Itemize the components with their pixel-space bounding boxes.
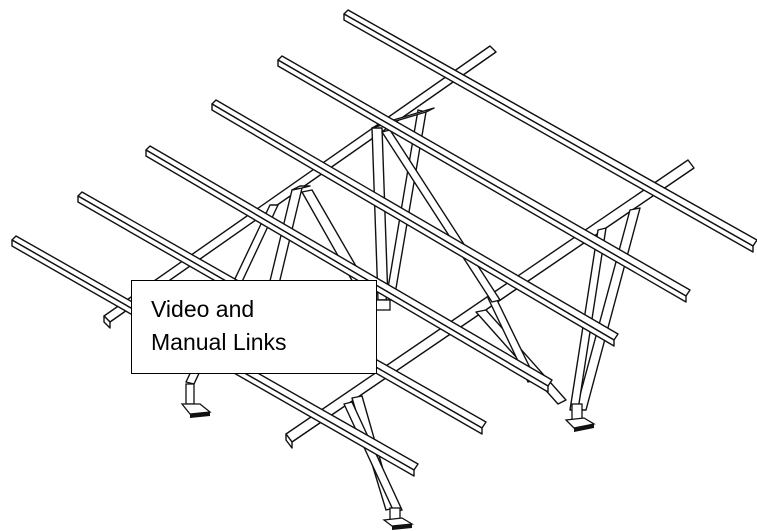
purlin-3 — [211, 99, 619, 347]
ground-feet — [180, 299, 596, 530]
purlin-2 — [277, 55, 691, 303]
video-and-manual-links-box[interactable]: Video and Manual Links — [131, 280, 377, 374]
foot-front — [382, 507, 415, 530]
purlins — [11, 9, 757, 477]
link-box-line-1: Video and — [151, 296, 255, 322]
purlin-1 — [343, 9, 757, 253]
foot-left — [180, 383, 212, 418]
foot-right — [564, 403, 596, 432]
purlin-4 — [145, 145, 553, 393]
link-box-line-2: Manual Links — [151, 329, 287, 355]
